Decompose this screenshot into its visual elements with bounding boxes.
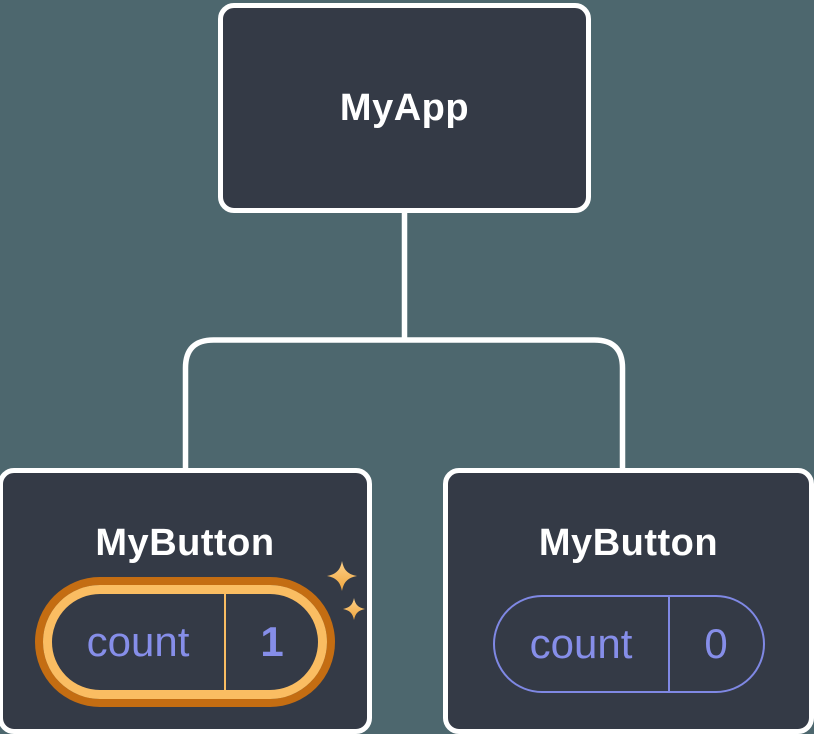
root-node: MyApp	[218, 3, 591, 213]
child-node-right: MyButton count 0	[443, 468, 814, 734]
state-pill-highlighted: count 1	[43, 585, 327, 699]
sparkles-icon	[327, 561, 365, 620]
state-value: 1	[224, 594, 318, 690]
child-node-left-label: MyButton	[95, 522, 275, 564]
root-node-label: MyApp	[339, 86, 470, 129]
child-node-left: MyButton count 1	[0, 468, 372, 734]
state-key: count	[86, 618, 190, 665]
state-value: 0	[667, 597, 763, 691]
state-key: count	[529, 620, 633, 667]
state-pill: count 0	[492, 595, 765, 693]
sparkle-large	[327, 561, 357, 591]
child-node-right-label: MyButton	[538, 522, 719, 564]
branch-line	[182, 337, 626, 470]
sparkle-small	[343, 598, 365, 620]
